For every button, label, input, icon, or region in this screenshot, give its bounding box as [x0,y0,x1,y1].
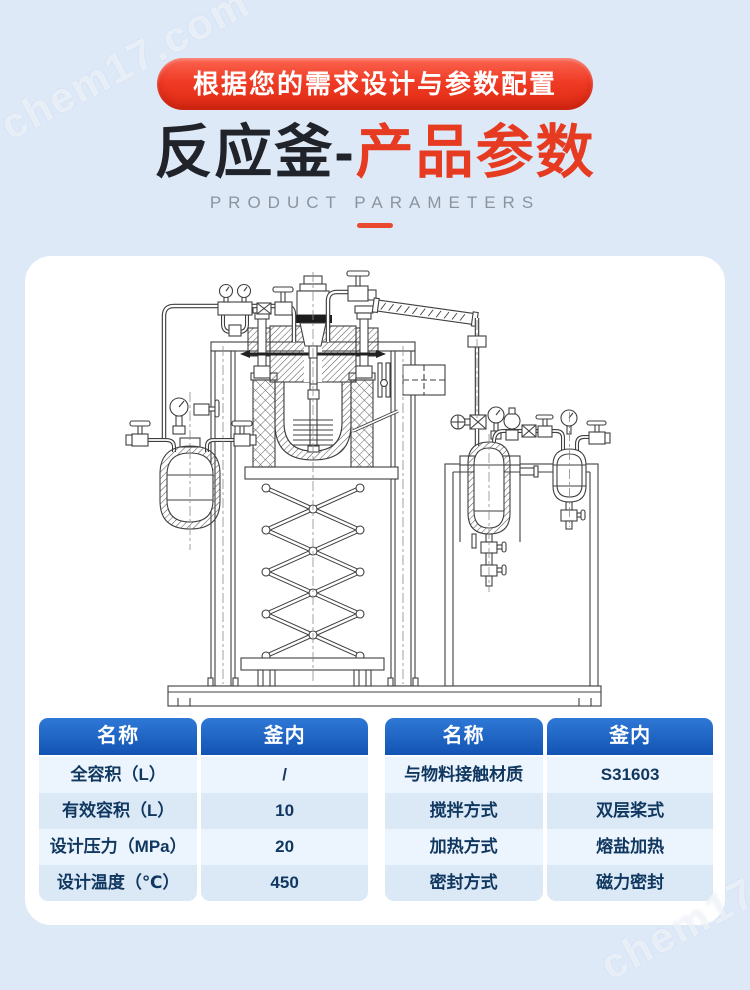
param-label: 与物料接触材质 [384,756,543,793]
param-value: 熔盐加热 [546,828,714,865]
page-title: 反应釜-产品参数 [0,120,750,187]
param-value: 10 [201,792,368,829]
vessel-b-gauge [559,409,578,435]
page-subtitle: PRODUCT PARAMETERS [209,192,541,212]
title-main: 反应釜- [154,120,356,185]
column-header: 釜内 [546,717,714,755]
param-label: 设计压力（MPa） [39,828,198,865]
ribbon-banner: 根据您的需求设计与参数配置 [156,58,593,110]
vessel-b-drain [559,501,586,530]
gas-inlet-piping [161,283,296,438]
column-header: 名称 [39,717,198,755]
title-accent: 产品参数 [355,120,596,185]
feed-tank [124,397,257,530]
tank-top-valve [192,399,220,418]
accent-dash [357,222,393,228]
parameter-tables: 名称 全容积（L） 有效容积（L） 设计压力（MPa） 设计温度（℃） 釜内 /… [25,717,725,901]
page-header: 根据您的需求设计与参数配置 反应釜-产品参数 PRODUCT PARAMETER… [0,0,750,228]
column-name: 名称 与物料接触材质 搅拌方式 加热方式 密封方式 [384,717,543,901]
base-rail [166,685,602,707]
param-value: / [201,756,368,793]
vapor-valve [345,270,377,302]
column-kettle-value: 釜内 / 10 20 450 [201,717,368,901]
vessel-b-valve [585,420,611,445]
centerlines [189,271,570,684]
column-kettle-value: 釜内 S31603 双层桨式 熔盐加热 磁力密封 [546,717,714,901]
condenser [371,297,479,327]
inlet-valve [271,286,294,316]
param-label: 有效容积（L） [39,792,198,829]
column-name: 名称 全容积（L） 有效容积（L） 设计压力（MPa） 设计温度（℃） [39,717,198,901]
tank-right-valve [230,420,257,447]
param-value: S31603 [546,756,714,793]
column-header: 名称 [384,717,543,755]
pressure-regulator [216,283,253,337]
param-value: 双层桨式 [546,792,714,829]
loop-valve [534,414,554,438]
param-value: 450 [201,864,368,901]
tank-left-valve [124,420,151,447]
control-box [376,362,446,398]
reactor-system-drawing [124,270,611,707]
param-label: 设计温度（℃） [39,864,198,901]
param-label: 密封方式 [384,864,543,901]
vapor-line [325,270,487,415]
reactor-diagram [123,268,628,710]
parameter-table-volume: 名称 全容积（L） 有效容积（L） 设计压力（MPa） 设计温度（℃） 釜内 /… [39,717,368,901]
scissor-lift [239,466,399,687]
column-header: 釜内 [201,717,368,755]
param-label: 全容积（L） [39,756,198,793]
param-label: 搅拌方式 [384,792,543,829]
tank-pressure-gauge [168,397,189,435]
param-value: 20 [201,828,368,865]
downpipe-valve [449,414,487,430]
param-label: 加热方式 [384,828,543,865]
safety-valve [502,407,521,441]
receiver-vessel-b [551,409,611,530]
content-card: 名称 全容积（L） 有效容积（L） 设计压力（MPa） 设计温度（℃） 釜内 /… [25,255,725,925]
parameter-table-config: 名称 与物料接触材质 搅拌方式 加热方式 密封方式 釜内 S31603 双层桨式… [384,717,714,901]
param-value: 磁力密封 [546,864,714,901]
